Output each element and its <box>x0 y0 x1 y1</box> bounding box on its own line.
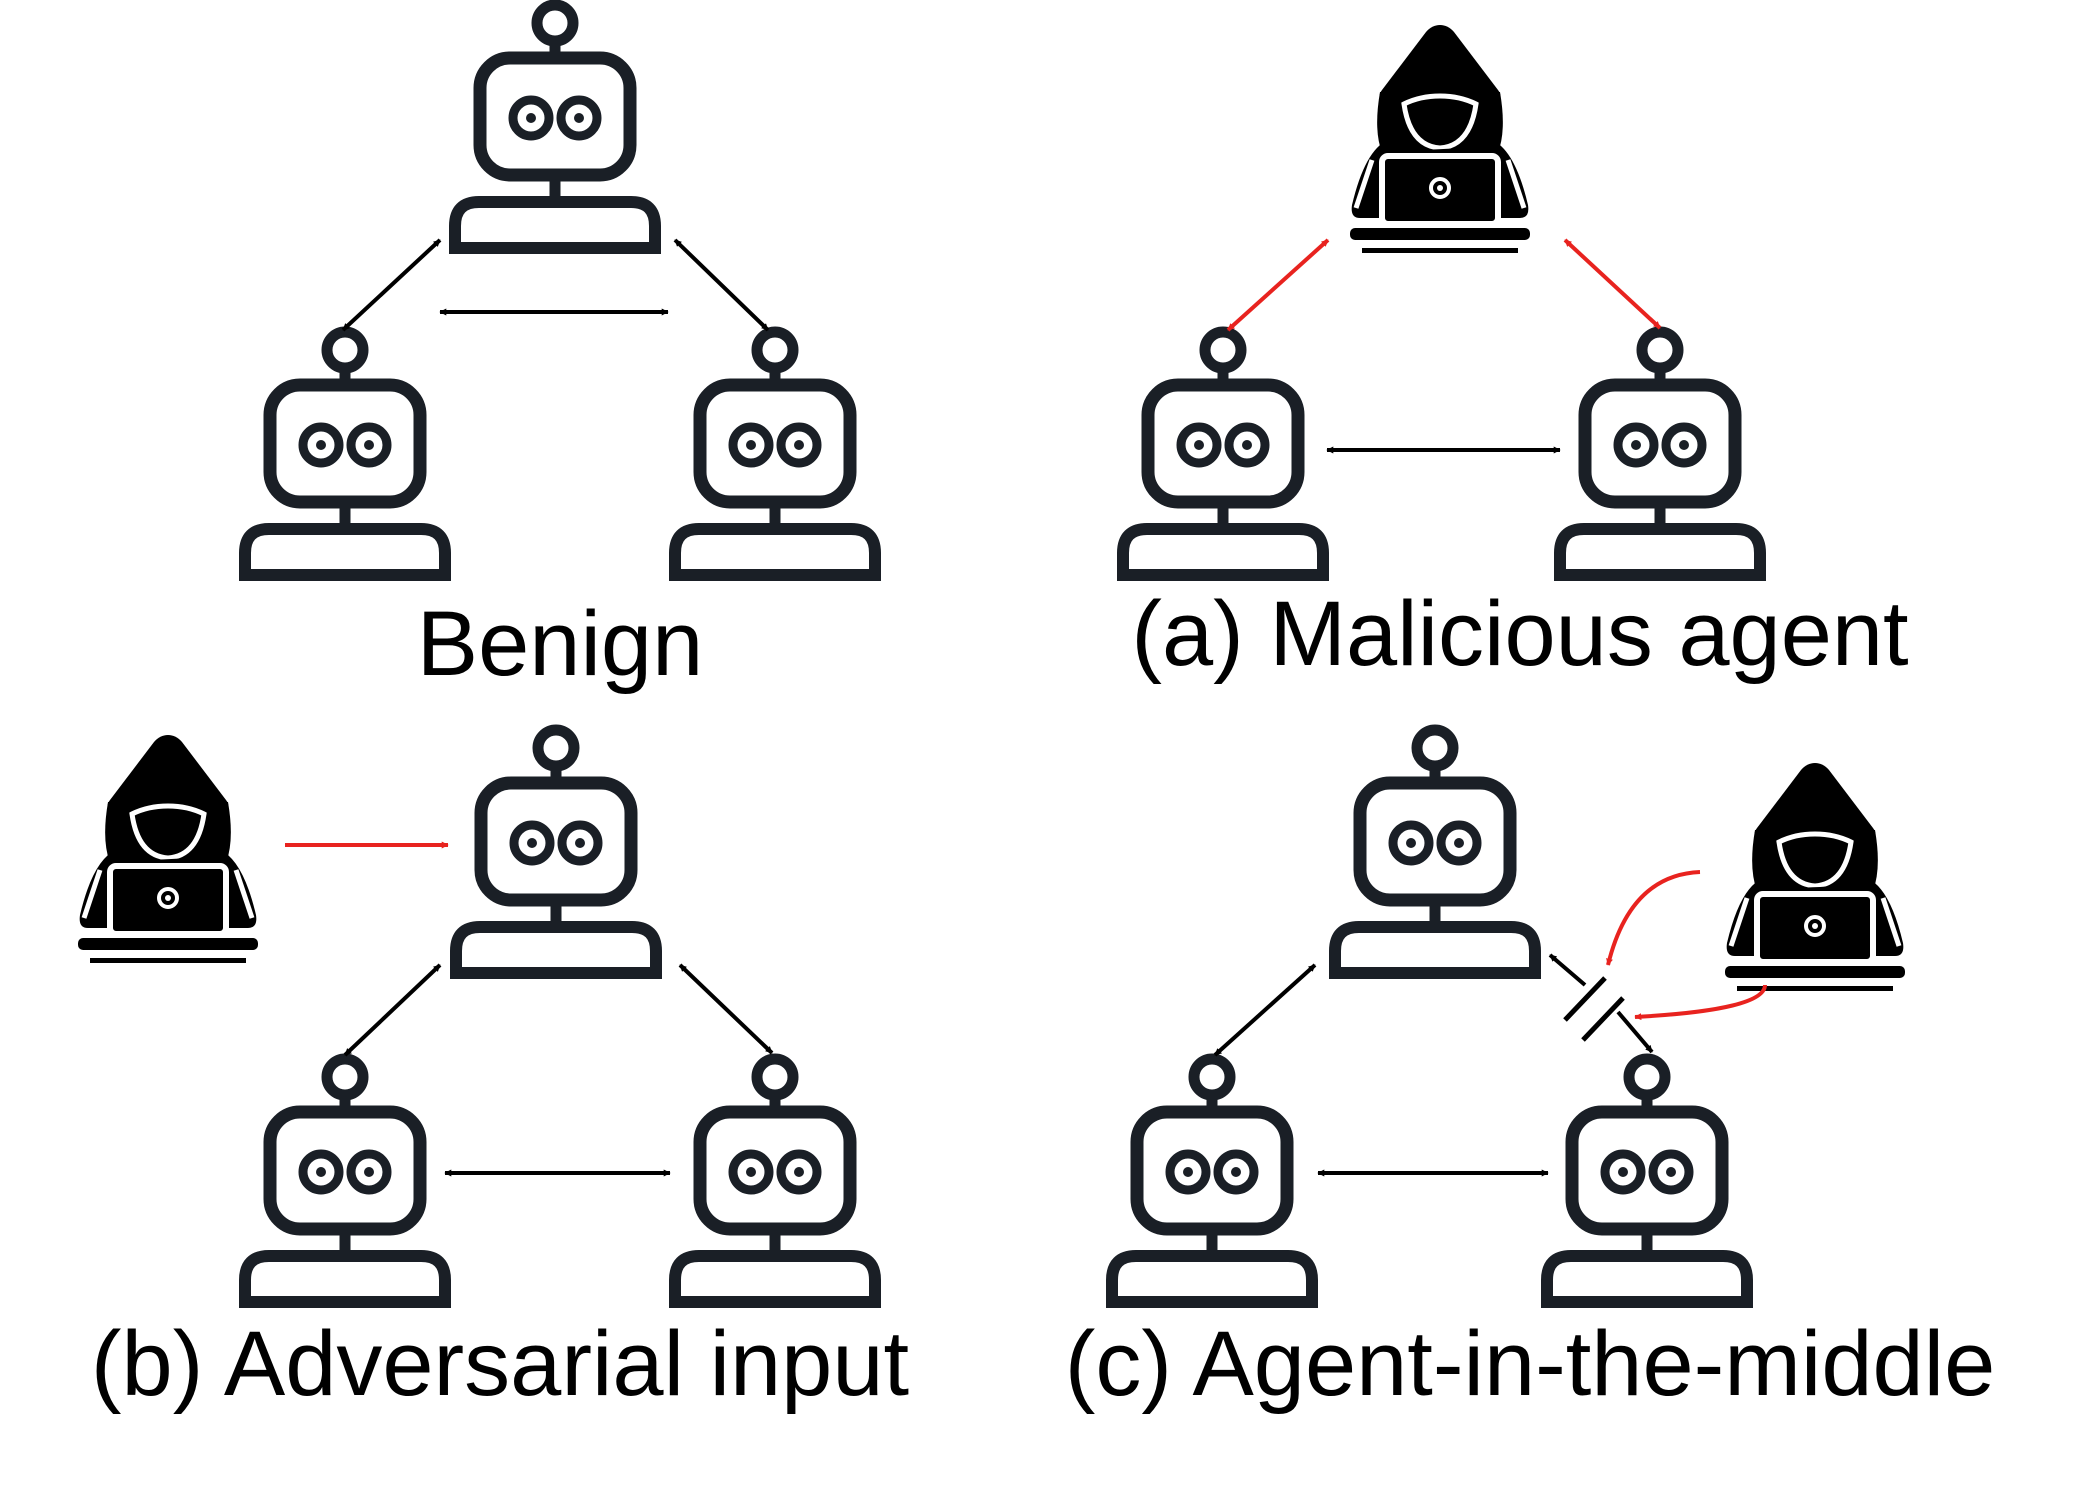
bidirectional-arrow <box>673 238 770 332</box>
interception-arrow <box>1634 984 1767 1021</box>
caption-malicious-agent: (a) Malicious agent <box>1131 583 1909 685</box>
bidirectional-arrow <box>1213 963 1317 1057</box>
robot-icon <box>669 332 881 575</box>
robot-icon <box>1541 1059 1753 1302</box>
panel-agent-in-the-middle <box>1106 730 1905 1302</box>
robot-icon <box>1117 332 1329 575</box>
malicious-arrow <box>1226 238 1330 332</box>
robot-icon <box>239 1059 451 1302</box>
interception-arrow <box>1606 870 1701 966</box>
robot-icon <box>450 730 662 973</box>
bidirectional-arrow <box>341 238 442 332</box>
robot-icon <box>669 1059 881 1302</box>
hooded-hacker-icon <box>1725 763 1905 991</box>
bidirectional-arrow <box>678 963 774 1055</box>
caption-benign: Benign <box>416 593 704 695</box>
panel-adversarial-input <box>78 730 881 1302</box>
hooded-hacker-icon <box>1350 25 1530 253</box>
caption-agent-in-the-middle: (c) Agent-in-the-middle <box>1064 1313 1996 1415</box>
robot-icon <box>1554 332 1766 575</box>
malicious-arrow <box>1563 238 1662 330</box>
link-break-mark <box>1581 996 1625 1042</box>
intercepted-link-end <box>1616 1010 1654 1054</box>
caption-adversarial-input: (b) Adversarial input <box>90 1313 910 1415</box>
robot-icon <box>1329 730 1541 973</box>
robot-icon <box>449 5 661 248</box>
hooded-hacker-icon <box>78 735 258 963</box>
intercepted-link-start <box>1548 953 1587 987</box>
panel-malicious-agent <box>1117 25 1766 575</box>
robot-icon <box>1106 1059 1318 1302</box>
link-break-mark <box>1563 976 1607 1022</box>
robot-icon <box>239 332 451 575</box>
panel-benign <box>239 5 881 575</box>
bidirectional-arrow <box>343 963 442 1057</box>
